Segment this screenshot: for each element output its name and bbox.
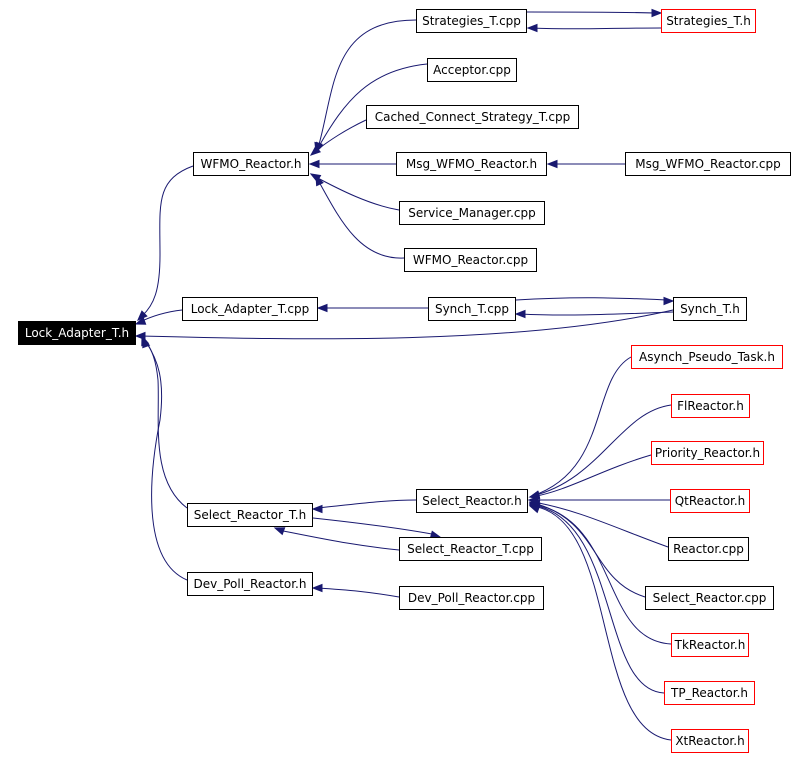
edge-strategies-cpp-to-h-arrowhead <box>651 8 663 18</box>
edge-wfmo-to-lock-adapter-h <box>141 165 194 317</box>
node-reactor-cpp[interactable]: Reactor.cpp <box>668 537 749 561</box>
node-xtreactor-h[interactable]: XtReactor.h <box>671 729 749 753</box>
edge-strategies-cpp-to-h <box>526 11 658 14</box>
edge-synch-t-cpp-to-lock-adapter-cpp-arrowhead <box>316 303 328 313</box>
edge-asynch-to-select-reactor-h <box>531 356 632 497</box>
edge-select-reactor-h-to-select-reactor-t-h-arrowhead <box>311 504 323 514</box>
edge-dev-poll-to-lock-adapter-h <box>145 341 188 581</box>
edge-synch-t-h-to-synch-t-cpp-arrowhead <box>514 309 526 319</box>
node-cached-connect-strategy-t-cpp[interactable]: Cached_Connect_Strategy_T.cpp <box>366 105 579 129</box>
node-service-manager-cpp[interactable]: Service_Manager.cpp <box>399 201 545 225</box>
edge-cached-to-wfmo <box>313 119 367 153</box>
edge-cached-to-wfmo-arrowhead <box>309 145 321 156</box>
edge-synch-t-h-to-synch-t-cpp <box>519 311 674 316</box>
node-asynch-pseudo-task-h[interactable]: Asynch_Pseudo_Task.h <box>631 345 783 369</box>
node-select-reactor-cpp[interactable]: Select_Reactor.cpp <box>645 586 774 610</box>
edge-synch-t-cpp-to-synch-t-h-arrowhead <box>663 296 675 306</box>
node-dev-poll-reactor-h[interactable]: Dev_Poll_Reactor.h <box>187 572 313 596</box>
edge-synch-t-cpp-to-synch-t-h <box>515 297 670 301</box>
edge-synch-t-h-to-lock-adapter-h <box>139 309 674 340</box>
node-wfmo-reactor-h[interactable]: WFMO_Reactor.h <box>193 152 309 176</box>
edge-dev-poll-cpp-to-dev-poll-h-arrowhead <box>311 583 323 593</box>
edge-strategies-cpp-to-wfmo <box>317 19 417 149</box>
node-select-reactor-t-cpp[interactable]: Select_Reactor_T.cpp <box>399 537 542 561</box>
node-acceptor-cpp[interactable]: Acceptor.cpp <box>427 58 517 82</box>
node-select-reactor-t-h[interactable]: Select_Reactor_T.h <box>187 503 313 527</box>
node-dev-poll-reactor-cpp[interactable]: Dev_Poll_Reactor.cpp <box>399 586 544 610</box>
edge-synch-t-h-to-lock-adapter-h-arrowhead <box>134 331 146 341</box>
node-tkreactor-h[interactable]: TkReactor.h <box>671 633 749 657</box>
edge-select-reactor-t-h-to-t-cpp <box>312 517 438 536</box>
edge-strategies-h-to-cpp <box>530 27 662 30</box>
edge-select-reactor-t-cpp-to-t-h <box>277 529 400 551</box>
edge-select-reactor-h-to-select-reactor-t-h <box>316 499 417 509</box>
edge-flreactor-to-select-reactor-h <box>531 404 672 497</box>
edge-tp-reactor-to-select-reactor-h <box>532 504 665 694</box>
edge-msg-wfmo-h-to-wfmo-arrowhead <box>308 159 320 169</box>
edge-select-reactor-t-cpp-to-t-h-arrowhead <box>273 527 286 536</box>
node-flreactor-h[interactable]: FlReactor.h <box>671 394 750 418</box>
edge-wfmo-cpp-to-wfmo <box>317 179 405 259</box>
edge-dev-poll-to-lock-adapter-h-arrowhead <box>142 336 151 349</box>
edge-dev-poll-cpp-to-dev-poll-h <box>316 587 400 598</box>
edge-wfmo-cpp-to-wfmo-arrowhead <box>315 174 324 187</box>
node-select-reactor-h[interactable]: Select_Reactor.h <box>416 489 528 513</box>
edge-msg-wfmo-cpp-to-msg-wfmo-h-arrowhead <box>546 159 558 169</box>
node-tp-reactor-h[interactable]: TP_Reactor.h <box>664 681 755 705</box>
node-synch-t-h[interactable]: Synch_T.h <box>673 297 747 321</box>
edge-service-manager-to-wfmo <box>313 175 400 211</box>
node-qtreactor-h[interactable]: QtReactor.h <box>670 489 750 513</box>
edge-tkreactor-to-select-reactor-h <box>532 503 672 645</box>
node-wfmo-reactor-cpp[interactable]: WFMO_Reactor.cpp <box>404 248 537 272</box>
node-msg-wfmo-reactor-cpp[interactable]: Msg_WFMO_Reactor.cpp <box>625 152 791 176</box>
edge-acceptor-to-wfmo <box>317 63 428 149</box>
node-strategies-t-h[interactable]: Strategies_T.h <box>661 9 756 33</box>
edge-reactor-cpp-to-select-reactor-h <box>532 501 669 548</box>
edge-strategies-h-to-cpp-arrowhead <box>526 23 538 33</box>
node-strategies-t-cpp[interactable]: Strategies_T.cpp <box>416 9 527 33</box>
edge-lock-adapter-cpp-to-lock-adapter-h-arrowhead <box>134 316 147 325</box>
node-lock-adapter-t-h[interactable]: Lock_Adapter_T.h <box>18 321 136 345</box>
node-priority-reactor-h[interactable]: Priority_Reactor.h <box>651 441 764 465</box>
edge-priority-to-select-reactor-h <box>531 454 652 498</box>
edge-xtreactor-to-select-reactor-h <box>532 505 672 741</box>
node-synch-t-cpp[interactable]: Synch_T.cpp <box>428 297 516 321</box>
edge-select-reactor-t-h-to-lock-adapter-h <box>144 339 188 509</box>
node-msg-wfmo-reactor-h[interactable]: Msg_WFMO_Reactor.h <box>396 152 547 176</box>
node-lock-adapter-t-cpp[interactable]: Lock_Adapter_T.cpp <box>182 297 318 321</box>
edge-xtreactor-to-select-reactor-h-arrowhead <box>528 505 541 514</box>
